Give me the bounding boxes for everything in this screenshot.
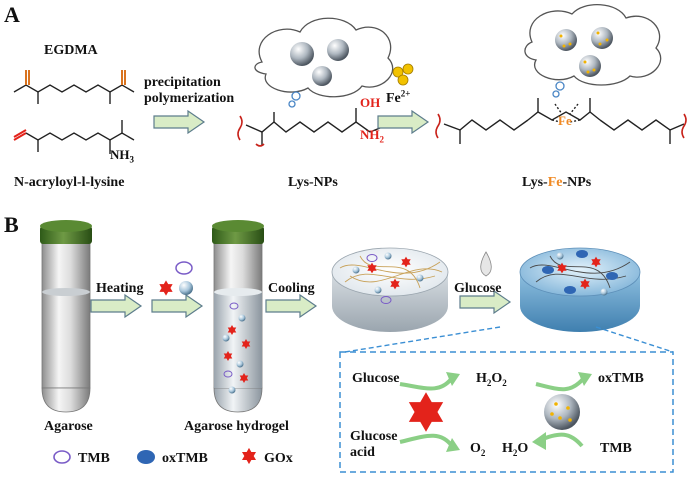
fe-ions [392,63,414,86]
atom-oh: OH [360,95,381,110]
agarose-hydrogel-tube [212,220,264,413]
cycle1-glucose-acid-2: acid [350,445,375,460]
step-precipitation: precipitation [144,75,221,90]
legend-icons [53,447,257,465]
hydrogel-disc-reacted [519,247,641,332]
lys-fe-nps-cloud [524,3,662,98]
step-heating: Heating [96,281,144,296]
legend-oxtmb-icon [137,450,155,464]
arrow-heating [90,294,142,318]
arrow-polymerization [153,110,205,134]
lysine-monomer-label: N-acryloyl-l-lysine [14,175,125,190]
cycle2-oxtmb: oxTMB [598,371,644,386]
lys-nps-structure [237,108,381,147]
glucose-label: Glucose [454,281,502,296]
panel-b-label: B [4,212,19,237]
cycle2-tmb: TMB [600,441,632,456]
cycle1-o2: O2 [470,441,486,458]
atom-fe: Fe [558,113,572,128]
egdma-structure [13,70,135,104]
cycle1-glucose-acid-1: Glucose [350,429,398,444]
cycle1-h2o2: H2O2 [476,371,507,388]
arrow-fe-chelation [377,110,429,134]
mechanism-box [339,326,674,473]
fe-reagent-label: Fe2+ [386,88,411,106]
lys-nps-cloud [254,17,394,108]
arrow-add-reagents [151,294,203,318]
egdma-label: EGDMA [44,43,98,58]
lys-fe-nps-structure [435,98,687,144]
legend-tmb-icon [53,450,71,464]
hydrogel-disc [331,247,449,332]
acryloyl-lysine-structure [13,120,135,154]
legend-gox: GOx [264,451,293,466]
agarose-hydrogel-label: Agarose hydrogel [184,419,289,434]
arrow-cooling [265,294,317,318]
step-polymerization: polymerization [144,91,235,106]
agarose-label: Agarose [44,419,93,434]
gox-cycle [399,372,460,452]
atom-nh3: NH3 [110,147,134,165]
legend-oxtmb: oxTMB [162,451,208,466]
glucose-drop [480,251,492,277]
legend-tmb: TMB [78,451,110,466]
cycle2-h2o: H2O [502,441,529,458]
agarose-tube [40,220,92,413]
lys-fe-nps-label: Lys-Fe-NPs [522,175,592,190]
cycle1-glucose: Glucose [352,371,400,386]
atom-nh2: NH2 [360,127,384,145]
reagent-icons [159,261,193,296]
step-cooling: Cooling [268,281,315,296]
nanozyme-cycle [532,372,592,450]
lys-nps-label: Lys-NPs [288,175,338,190]
legend-gox-icon [241,447,257,465]
panel-a-label: A [4,2,20,27]
